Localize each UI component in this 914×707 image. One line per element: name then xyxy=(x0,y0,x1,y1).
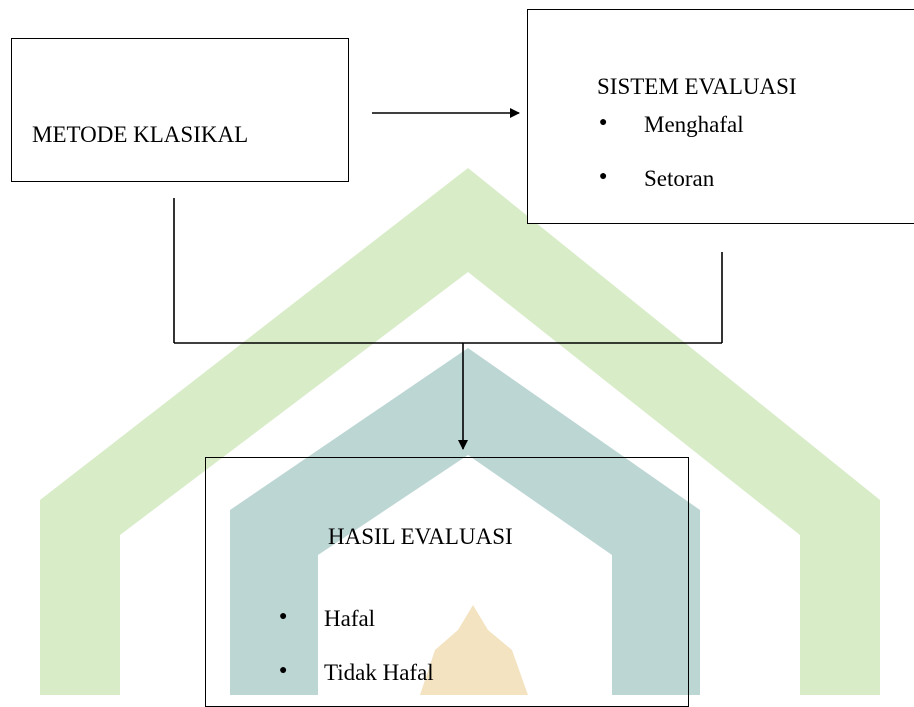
bullet-icon: ● xyxy=(279,663,288,678)
box-hasil-title: HASIL EVALUASI xyxy=(328,524,513,549)
watermark-outer-arch xyxy=(40,168,880,695)
box-hasil-evaluasi: HASIL EVALUASI ● Hafal ● Tidak Hafal xyxy=(205,457,689,707)
sistem-item-menghafal: Menghafal xyxy=(644,112,744,137)
box-sistem-title: SISTEM EVALUASI xyxy=(597,74,797,99)
hasil-item-hafal: Hafal xyxy=(324,606,376,631)
watermark-inner-arch xyxy=(230,348,700,695)
box-sistem-evaluasi: SISTEM EVALUASI ● Menghafal ● Setoran xyxy=(527,9,914,224)
hasil-item-tidak-hafal: Tidak Hafal xyxy=(324,660,434,685)
watermark-star xyxy=(420,605,528,695)
bullet-icon: ● xyxy=(599,115,608,130)
box-metode-klasikal: METODE KLASIKAL xyxy=(11,38,349,182)
sistem-item-setoran: Setoran xyxy=(644,166,715,191)
bullet-icon: ● xyxy=(279,609,288,624)
box-metode-label: METODE KLASIKAL xyxy=(32,122,249,147)
bullet-icon: ● xyxy=(599,169,608,184)
